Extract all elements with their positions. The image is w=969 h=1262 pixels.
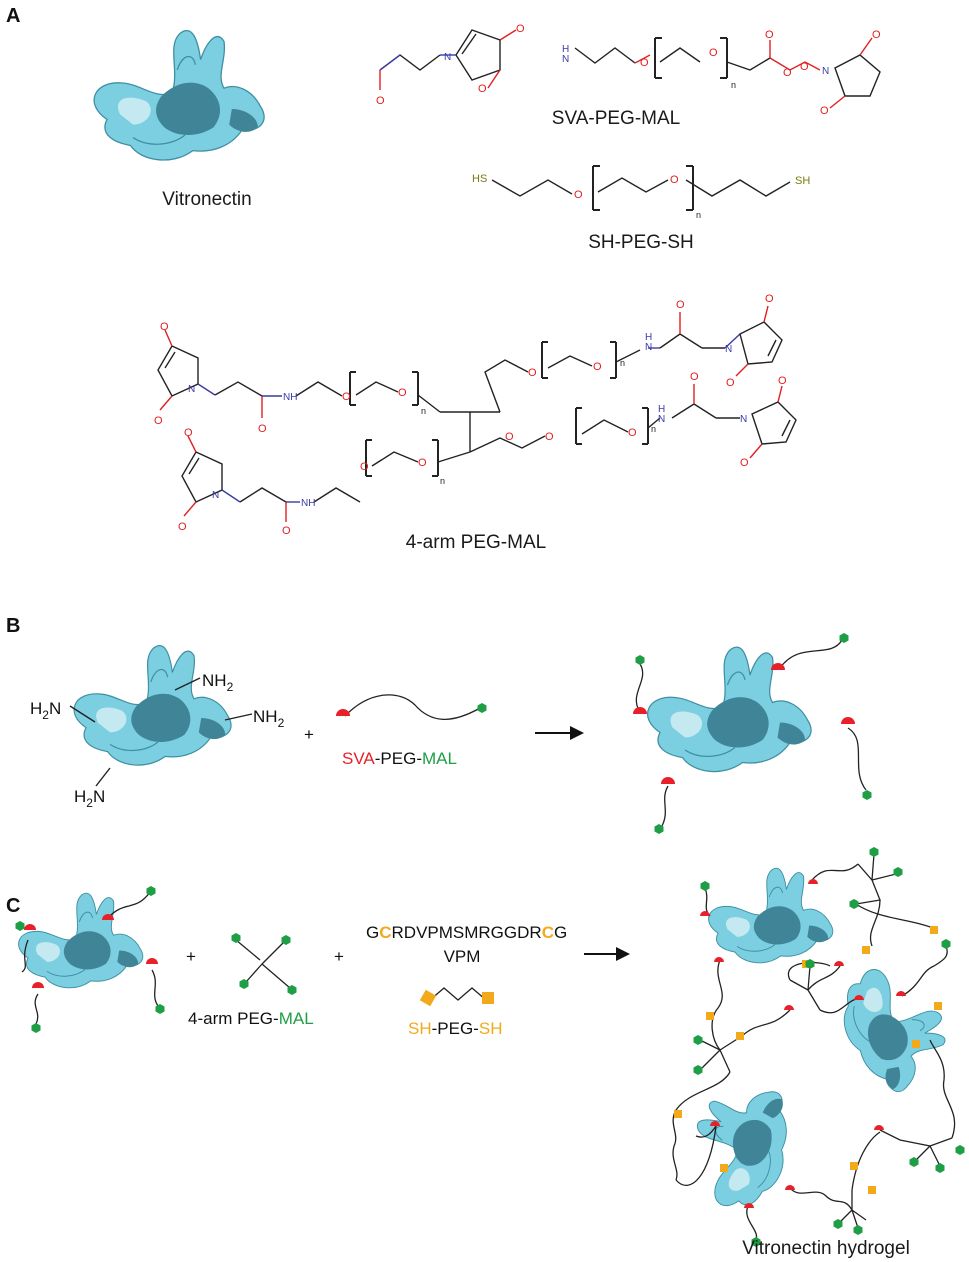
atom-n: N <box>212 490 219 501</box>
caption-sh-peg-sh: SH-PEG-SH <box>588 232 694 253</box>
atom-n: N <box>740 414 747 425</box>
atom-sh: SH <box>795 175 810 187</box>
four-arm-icon <box>231 933 297 995</box>
atom-n: N <box>822 66 829 77</box>
atom-o: O <box>505 431 514 443</box>
atom-o: O <box>282 525 291 537</box>
hydrogel-network <box>672 847 965 1247</box>
atom-nh: NH <box>301 498 315 509</box>
atom-o: O <box>628 427 637 439</box>
sva-peg-mal-structure <box>379 29 881 109</box>
atom-o: O <box>574 189 583 201</box>
atom-o: O <box>690 371 699 383</box>
plus-sign: + <box>334 947 344 966</box>
sh-peg-sh-icon <box>419 987 494 1007</box>
repeat-n: n <box>421 406 426 416</box>
atom-o: O <box>872 29 881 41</box>
atom-h: H <box>658 404 665 415</box>
atom-o: O <box>258 423 267 435</box>
vpm-peptide-sequence: GCRDVPMSMRGGDRCG <box>366 923 567 942</box>
atom-n: N <box>645 342 652 353</box>
atom-o: O <box>154 415 163 427</box>
atom-o: O <box>545 431 554 443</box>
atom-hs: HS <box>472 173 487 185</box>
reaction-arrow <box>535 726 584 740</box>
panel-letter-c: C <box>6 895 20 917</box>
repeat-n: n <box>440 476 445 486</box>
amine-group: NH2 <box>253 707 285 730</box>
atom-o: O <box>783 67 792 79</box>
repeat-n: n <box>696 210 701 220</box>
panel-letter-a: A <box>6 5 20 27</box>
atom-n: N <box>188 384 195 395</box>
sva-peg-mal-label: SVA-PEG-MAL <box>342 749 457 768</box>
atom-o: O <box>376 95 385 107</box>
atom-o: O <box>820 105 829 117</box>
caption-sva-peg-mal: SVA-PEG-MAL <box>552 108 680 129</box>
repeat-n: n <box>620 358 625 368</box>
atom-o: O <box>670 174 679 186</box>
atom-o: O <box>709 47 718 59</box>
atom-o: O <box>360 461 369 473</box>
atom-nh: H <box>562 44 569 55</box>
vpm-label: VPM <box>444 947 481 966</box>
four-arm-peg-mal-structure <box>157 305 797 522</box>
four-arm-peg-mal-label: 4-arm PEG-MAL <box>188 1009 314 1028</box>
repeat-n: n <box>731 80 736 90</box>
atom-n: N <box>562 54 569 65</box>
repeat-n: n <box>651 424 656 434</box>
atom-o: O <box>178 521 187 533</box>
atom-o: O <box>184 427 193 439</box>
plus-sign: + <box>304 725 314 744</box>
conjugated-vitronectin-small <box>15 886 165 1033</box>
atom-o: O <box>398 387 407 399</box>
atom-n: N <box>444 52 451 63</box>
panel-letter-b: B <box>6 615 20 637</box>
caption-four-arm-peg-mal: 4-arm PEG-MAL <box>406 532 546 553</box>
atom-o: O <box>516 23 525 35</box>
atom-h: H <box>645 332 652 343</box>
vitronectin-protein <box>93 29 265 161</box>
atom-o: O <box>740 457 749 469</box>
mal-end <box>477 703 487 713</box>
plus-sign: + <box>186 947 196 966</box>
atom-o: O <box>676 299 685 311</box>
atom-o: O <box>418 457 427 469</box>
atom-n: N <box>658 414 665 425</box>
sva-peg-mal-chain <box>336 694 487 720</box>
sh-peg-sh-structure <box>491 165 791 211</box>
atom-o: O <box>765 293 774 305</box>
atom-o: O <box>528 367 537 379</box>
sh-peg-sh-label: SH-PEG-SH <box>408 1019 502 1038</box>
atom-o: O <box>765 29 774 41</box>
caption-vitronectin: Vitronectin <box>162 189 251 210</box>
reaction-arrow <box>584 947 630 961</box>
atom-o: O <box>778 375 787 387</box>
atom-o: O <box>640 57 649 69</box>
atom-o: O <box>800 61 809 73</box>
caption-vitronectin-hydrogel: Vitronectin hydrogel <box>742 1238 910 1259</box>
vitronectin-protein <box>73 644 232 766</box>
atom-o: O <box>342 391 351 403</box>
sva-end <box>336 709 350 716</box>
atom-o: O <box>160 321 169 333</box>
atom-o: O <box>593 361 602 373</box>
atom-n: N <box>725 344 732 355</box>
atom-nh: NH <box>283 392 297 403</box>
amine-group: H2N <box>74 787 105 810</box>
amine-group: H2N <box>30 699 61 722</box>
conjugated-vitronectin <box>633 633 872 834</box>
atom-o: O <box>726 377 735 389</box>
amine-group: NH2 <box>202 671 234 694</box>
atom-o: O <box>478 83 487 95</box>
